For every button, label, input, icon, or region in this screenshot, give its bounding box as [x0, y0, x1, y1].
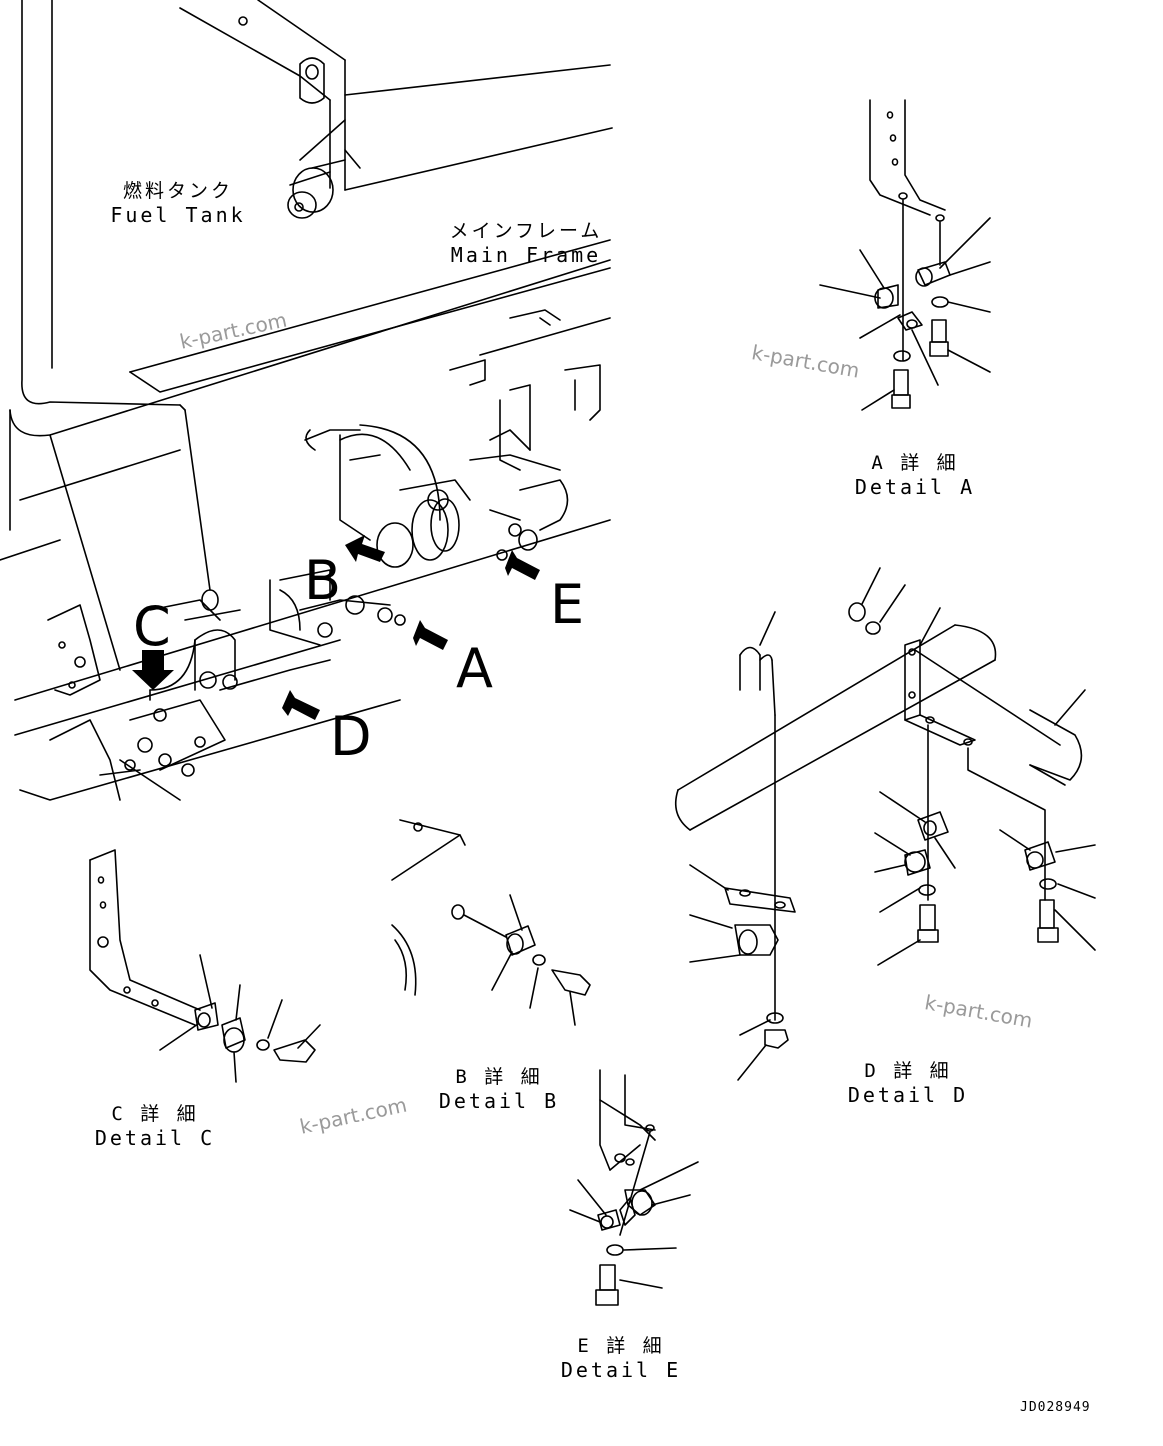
main-frame-label-jp: メインフレーム: [449, 220, 603, 242]
detail-c-caption-jp: C 詳 細: [111, 1103, 199, 1125]
fuel-tank-label: 燃料タンク Fuel Tank: [108, 180, 248, 227]
detail-a-drawing: [820, 100, 990, 410]
fuel-tank-outline: [22, 0, 612, 405]
drawing-code: JD028949: [1020, 1400, 1091, 1415]
detail-d-caption-en: Detail D: [847, 1082, 969, 1107]
fuel-tank-label-jp: 燃料タンク: [122, 180, 233, 202]
view-letter-a: A: [456, 637, 493, 700]
detail-d-caption: D 詳 細 Detail D: [843, 1060, 973, 1107]
detail-c-caption: C 詳 細 Detail C: [90, 1103, 220, 1150]
detail-e-drawing: [570, 1070, 698, 1305]
view-letter-c: C: [133, 595, 171, 658]
detail-c-caption-en: Detail C: [94, 1125, 216, 1150]
view-arrows: [132, 535, 540, 720]
detail-e-caption-jp: E 詳 細: [577, 1335, 665, 1357]
detail-b-caption-jp: B 詳 細: [455, 1066, 543, 1088]
arrow-icon: [345, 535, 385, 562]
detail-a-caption-en: Detail A: [854, 474, 976, 499]
view-letter-d: D: [330, 705, 372, 768]
arrow-icon: [505, 550, 540, 580]
engine-assembly-outline: [48, 365, 600, 800]
detail-d-drawing: [676, 568, 1095, 1080]
detail-a-caption: A 詳 細 Detail A: [850, 452, 980, 499]
arrow-icon: [413, 620, 448, 650]
detail-b-caption-en: Detail B: [438, 1088, 560, 1113]
detail-d-caption-jp: D 詳 細: [864, 1060, 952, 1082]
main-frame-label-en: Main Frame: [450, 242, 602, 267]
detail-a-caption-jp: A 詳 細: [871, 452, 959, 474]
detail-b-caption: B 詳 細 Detail B: [434, 1066, 564, 1113]
arrow-icon: [132, 650, 174, 690]
view-letter-b: B: [304, 549, 342, 612]
main-frame-label: メインフレーム Main Frame: [446, 220, 606, 267]
detail-c-drawing: [90, 850, 320, 1082]
detail-e-caption-en: Detail E: [560, 1357, 682, 1382]
fuel-tank-label-en: Fuel Tank: [110, 202, 246, 227]
main-frame-outline: [0, 240, 610, 800]
arrow-icon: [282, 690, 320, 720]
detail-e-caption: E 詳 細 Detail E: [556, 1335, 686, 1382]
view-letter-e: E: [550, 573, 585, 636]
detail-b-drawing: [392, 820, 590, 1025]
